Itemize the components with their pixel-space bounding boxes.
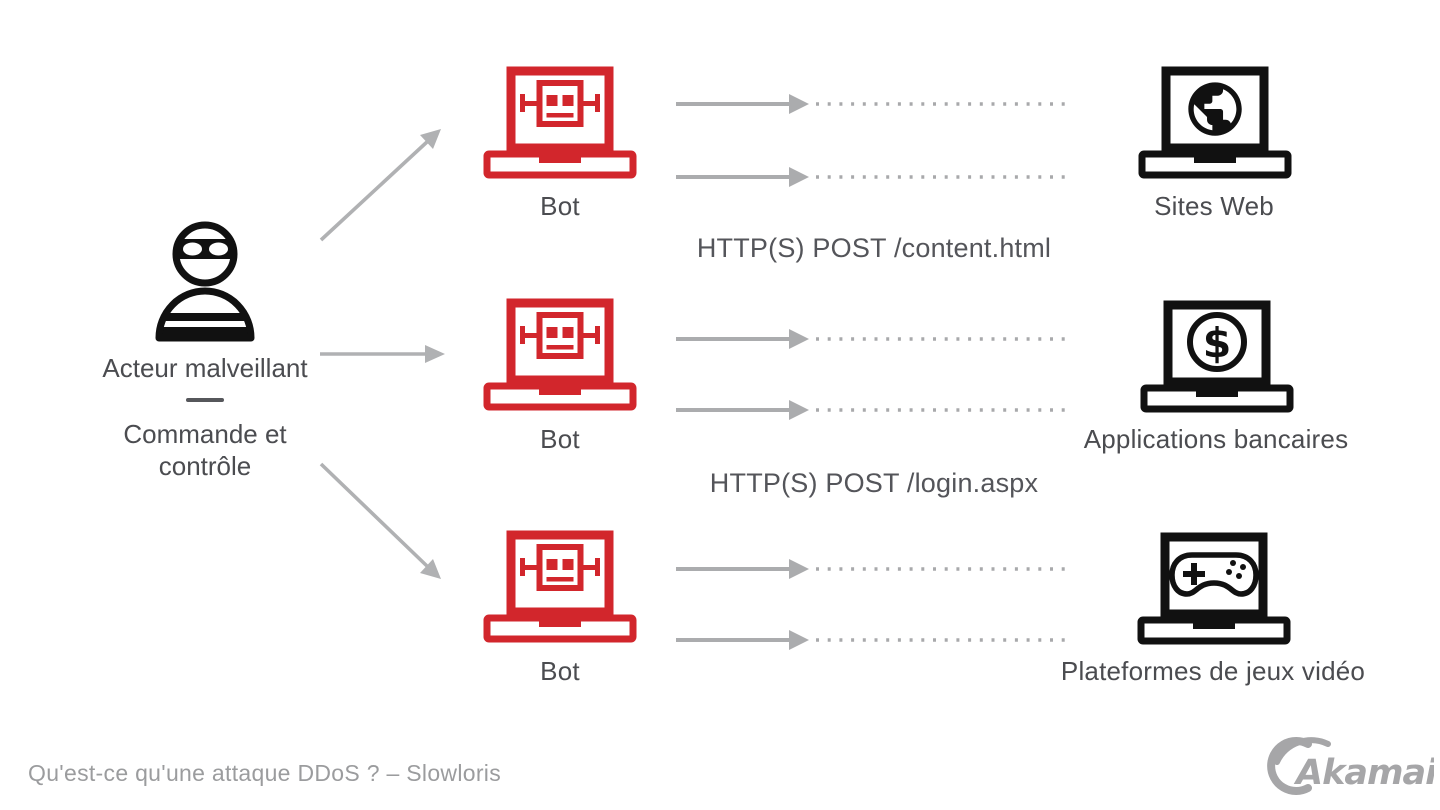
target-label-gaming: Plateformes de jeux vidéo [1060,656,1366,686]
akamai-logo-text: Akamai [1293,753,1434,793]
masked-attacker-icon [155,221,255,342]
bot-label-2: Bot [540,424,580,454]
bot-label-1: Bot [540,191,580,221]
bot-label-3: Bot [540,656,580,686]
attacker-separator [186,398,224,402]
target-label-banking: Applications bancaires [1083,424,1349,454]
target-label-websites: Sites Web [1154,191,1274,221]
command-arrowheads [420,129,445,579]
dollar-icon: $ [1187,312,1247,372]
akamai-logo: Akamai [1267,737,1434,795]
request-label-1: HTTP(S) POST /content.html [696,233,1052,263]
globe-laptop-icon [1138,66,1292,179]
attacker-label: Acteur malveillant [102,353,308,383]
request-label-2: HTTP(S) POST /login.aspx [709,468,1039,498]
attack-lines [676,94,1071,650]
robot-face [520,544,600,591]
robot-face [520,312,600,359]
svg-text:$: $ [1203,319,1232,367]
robot-face [520,80,600,127]
globe-icon [1188,82,1242,136]
gamepad-icon [1169,552,1259,597]
dollar-laptop-icon: $ [1140,300,1294,413]
robot-laptop-icon [483,530,637,643]
robot-laptop-icon [483,66,637,179]
attacker-sublabel: Commande et contrôle [123,419,287,481]
footer-caption: Qu'est-ce qu'une attaque DDoS ? – Slowlo… [28,760,501,786]
gamepad-laptop-icon [1137,532,1291,645]
robot-laptop-icon [483,298,637,411]
command-arrows [319,139,430,569]
